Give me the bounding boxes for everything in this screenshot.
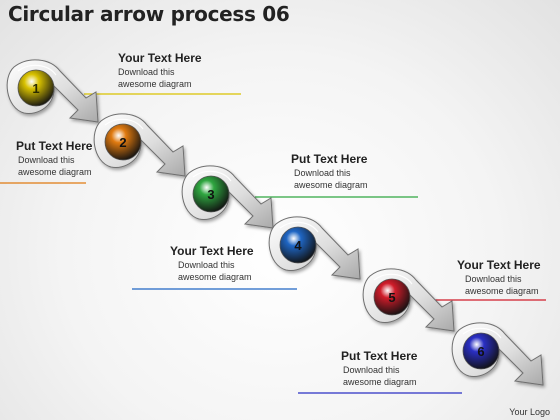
logo-placeholder: Your Logo [509, 407, 550, 417]
step-2-body-line-2: awesome diagram [18, 167, 92, 177]
step-4-text: Your Text Here Download this awesome dia… [170, 244, 254, 283]
step-3-arrow: 3 [181, 165, 274, 229]
step-4-body-line-2: awesome diagram [178, 272, 252, 282]
step-2-body-line-1: Download this [18, 155, 75, 165]
step-5-ball [373, 278, 411, 316]
step-5-number: 5 [388, 290, 395, 305]
step-3-body-line-1: Download this [294, 168, 351, 178]
step-5-text: Your Text Here Download this awesome dia… [457, 258, 541, 297]
page-title: Circular arrow process 06 [8, 2, 290, 26]
step-1-body-line-2: awesome diagram [118, 79, 192, 89]
step-5-arrow: 5 [362, 268, 455, 332]
step-6-ball [462, 332, 500, 370]
step-6-body-line-2: awesome diagram [343, 377, 417, 387]
step-1-text: Your Text Here Download this awesome dia… [118, 51, 202, 90]
step-5-heading: Your Text Here [457, 258, 541, 272]
step-6-arrow: 6 [451, 322, 544, 386]
step-6-text: Put Text Here Download this awesome diag… [341, 349, 417, 388]
step-2-number: 2 [119, 135, 126, 150]
step-3-ball [192, 175, 230, 213]
step-6-body-line-1: Download this [343, 365, 400, 375]
step-3-text: Put Text Here Download this awesome diag… [291, 152, 368, 191]
step-2-heading: Put Text Here [16, 139, 93, 153]
step-4-heading: Your Text Here [170, 244, 254, 258]
step-4-arrow: 4 [268, 216, 361, 280]
step-1-number: 1 [32, 81, 39, 96]
step-1-heading: Your Text Here [118, 51, 202, 65]
step-4-body-line-1: Download this [178, 260, 235, 270]
step-3-heading: Put Text Here [291, 152, 368, 166]
step-4-number: 4 [294, 238, 302, 253]
step-6-heading: Put Text Here [341, 349, 418, 363]
step-1-body-line-1: Download this [118, 67, 175, 77]
step-2-ball [104, 123, 142, 161]
step-3-number: 3 [207, 187, 214, 202]
step-1-arrow: 1 [6, 59, 99, 123]
step-6-number: 6 [477, 344, 484, 359]
step-3-body-line-2: awesome diagram [294, 180, 368, 190]
step-1-ball [17, 69, 55, 107]
step-5-body-line-2: awesome diagram [465, 286, 539, 296]
step-2-arrow: 2 [93, 113, 186, 177]
step-2-text: Put Text Here Download this awesome diag… [16, 139, 92, 178]
step-5-body-line-1: Download this [465, 274, 522, 284]
step-4-ball [279, 226, 317, 264]
